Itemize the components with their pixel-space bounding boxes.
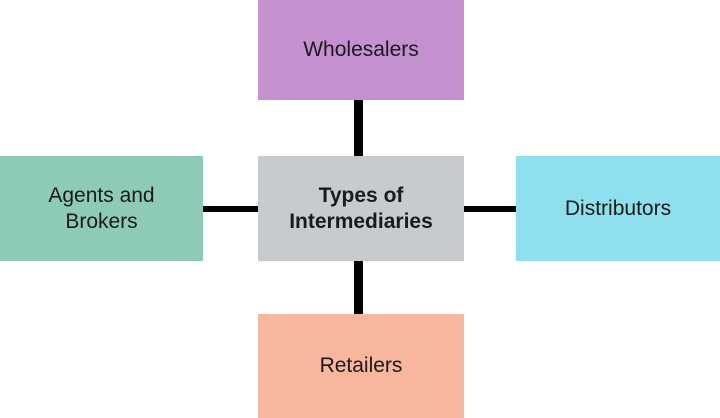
wholesalers-box: Wholesalers <box>258 0 464 100</box>
distributors-box: Distributors <box>516 156 720 261</box>
agents-brokers-box: Agents and Brokers <box>0 156 203 261</box>
connector-left <box>202 206 260 212</box>
connector-top <box>354 100 363 158</box>
intermediaries-center-box: Types of Intermediaries <box>258 156 464 261</box>
connector-bottom <box>354 260 363 315</box>
retailers-label: Retailers <box>319 354 403 378</box>
wholesalers-label: Wholesalers <box>303 38 419 62</box>
distributors-label: Distributors <box>564 196 672 220</box>
connector-right <box>463 206 517 212</box>
agents-brokers-label: Agents and Brokers <box>48 184 155 233</box>
intermediaries-center-label: Types of Intermediaries <box>289 184 433 233</box>
retailers-box: Retailers <box>258 314 464 418</box>
